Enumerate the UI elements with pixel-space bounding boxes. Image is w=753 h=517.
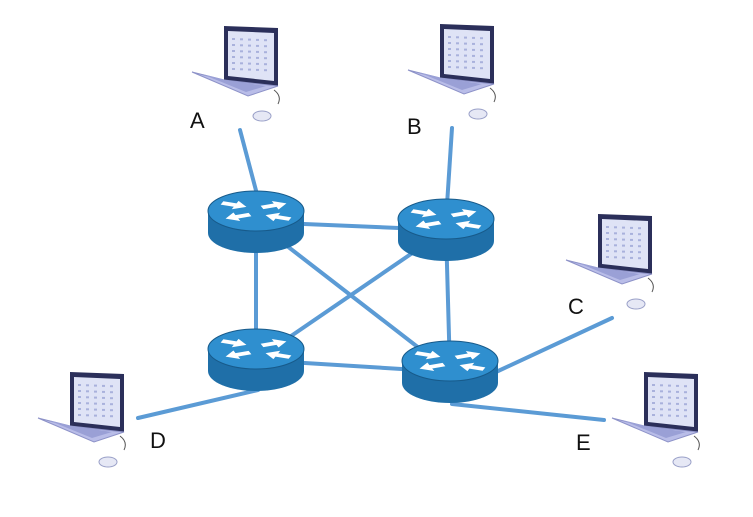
link-e-r4 <box>450 402 606 422</box>
computer-d-laptop-icon <box>37 372 126 468</box>
computer-a-label: A <box>190 108 205 133</box>
computer-b-label: B <box>407 114 422 139</box>
computer-a-laptop-icon <box>191 26 280 122</box>
laptops-layer <box>37 24 700 468</box>
link-d-r3 <box>136 388 260 420</box>
computer-c-label: C <box>568 294 584 319</box>
computer-d-label: D <box>150 428 166 453</box>
computer-e-laptop-icon <box>611 372 700 468</box>
computer-c-laptop-icon <box>565 214 654 310</box>
router-r2-router-icon <box>397 198 495 261</box>
router-r1-router-icon <box>207 190 305 253</box>
router-r3-router-icon <box>207 328 305 391</box>
router-r4-router-icon <box>401 340 499 403</box>
computer-e-label: E <box>576 430 591 455</box>
link-a-r1 <box>238 128 260 200</box>
computer-b-laptop-icon <box>407 24 496 120</box>
routers-layer <box>207 190 499 403</box>
link-b-r2 <box>445 126 454 207</box>
links-layer <box>136 126 614 422</box>
link-c-r4 <box>494 316 614 374</box>
